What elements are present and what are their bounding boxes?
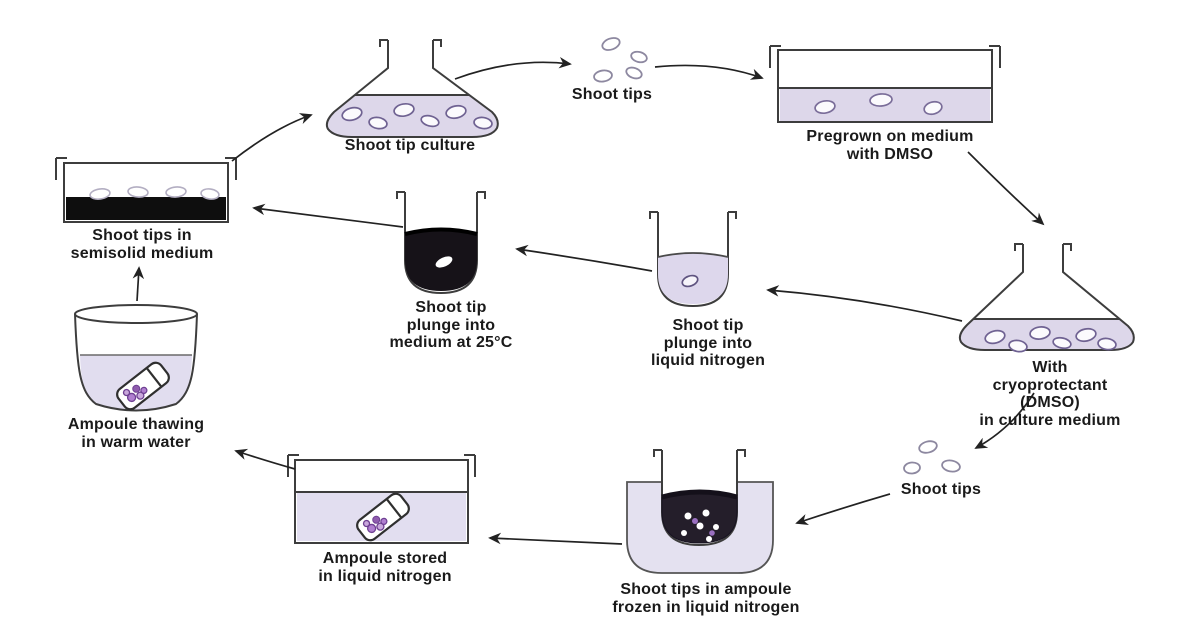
- faint-shoot-tip-ovals: [89, 186, 220, 200]
- shoot-tip-ovals-in-culture-flask: [341, 102, 493, 130]
- arrow-stored-to-thawing: [234, 448, 296, 470]
- tube-plunge-medium-25c: [396, 191, 486, 295]
- label-plunge-liquid-nitrogen: Shoot tip plunge into liquid nitrogen: [650, 317, 766, 370]
- label-shoot-tip-culture: Shoot tip culture: [344, 137, 476, 154]
- shoot-tips-right-cluster: [903, 440, 961, 475]
- beaker-ampoule-thawing: [74, 304, 198, 412]
- flask-shoot-tip-culture: [325, 39, 499, 138]
- label-shoot-tips-top: Shoot tips: [571, 86, 653, 103]
- flask-cryoprotectant: [958, 243, 1135, 353]
- arrow-cryo-flask-to-shoot-tips: [974, 392, 1035, 449]
- arrow-frozen-to-stored: [488, 532, 623, 545]
- flow-arrows: [132, 56, 1045, 545]
- label-shoot-tips-right: Shoot tips: [900, 481, 982, 498]
- arrow-shoot-tips-to-pregrown: [654, 64, 764, 80]
- arrow-thawing-to-semisolid: [132, 266, 145, 302]
- container-frozen-ampoule: [626, 449, 774, 574]
- label-semisolid-medium: Shoot tips in semisolid medium: [70, 227, 214, 262]
- arrow-culture-to-shoot-tips: [454, 56, 572, 80]
- ampoule-thawing: [116, 361, 170, 411]
- arrow-cryo-flask-to-ln2-tube: [766, 285, 963, 322]
- ampoule-dots: [362, 515, 388, 534]
- arrow-semisolid-to-culture: [231, 113, 313, 162]
- shoot-tip-in-tube: [681, 274, 699, 288]
- arrow-ln2-tube-to-25c-tube: [515, 244, 653, 272]
- shoot-tip-ovals-pregrown: [814, 93, 943, 116]
- frozen-medium: [661, 492, 738, 544]
- label-ampoule-thawing: Ampoule thawing in warm water: [67, 416, 205, 451]
- label-pregrown-dmso: Pregrown on medium with DMSO: [806, 128, 974, 163]
- arrow-25c-tube-to-semisolid: [252, 203, 404, 228]
- label-plunge-medium-25c: Shoot tip plunge into medium at 25°C: [389, 299, 513, 352]
- ampoule-dots: [122, 384, 148, 403]
- tray-ampoule-stored: [287, 454, 476, 544]
- arrow-pregrown-to-cryo-flask: [967, 151, 1045, 226]
- ampoule-stored: [356, 492, 410, 542]
- label-ampoule-stored: Ampoule stored in liquid nitrogen: [318, 550, 452, 585]
- shoot-tip-in-tube: [435, 256, 453, 268]
- tray-semisolid-medium: [55, 157, 237, 223]
- label-ampoule-frozen: Shoot tips in ampoule frozen in liquid n…: [612, 581, 800, 616]
- arrow-shoot-tips-to-frozen-ampoule: [795, 493, 891, 526]
- tray-pregrown-dmso: [769, 45, 1001, 123]
- shoot-tip-ovals-cryo-flask: [984, 326, 1117, 353]
- label-cryoprotectant: With cryoprotectant (DMSO) in culture me…: [979, 359, 1121, 429]
- shoot-tips-top-cluster: [593, 37, 648, 83]
- tube-plunge-liquid-nitrogen: [649, 211, 737, 308]
- frozen-shoot-tip-dots: [681, 509, 719, 542]
